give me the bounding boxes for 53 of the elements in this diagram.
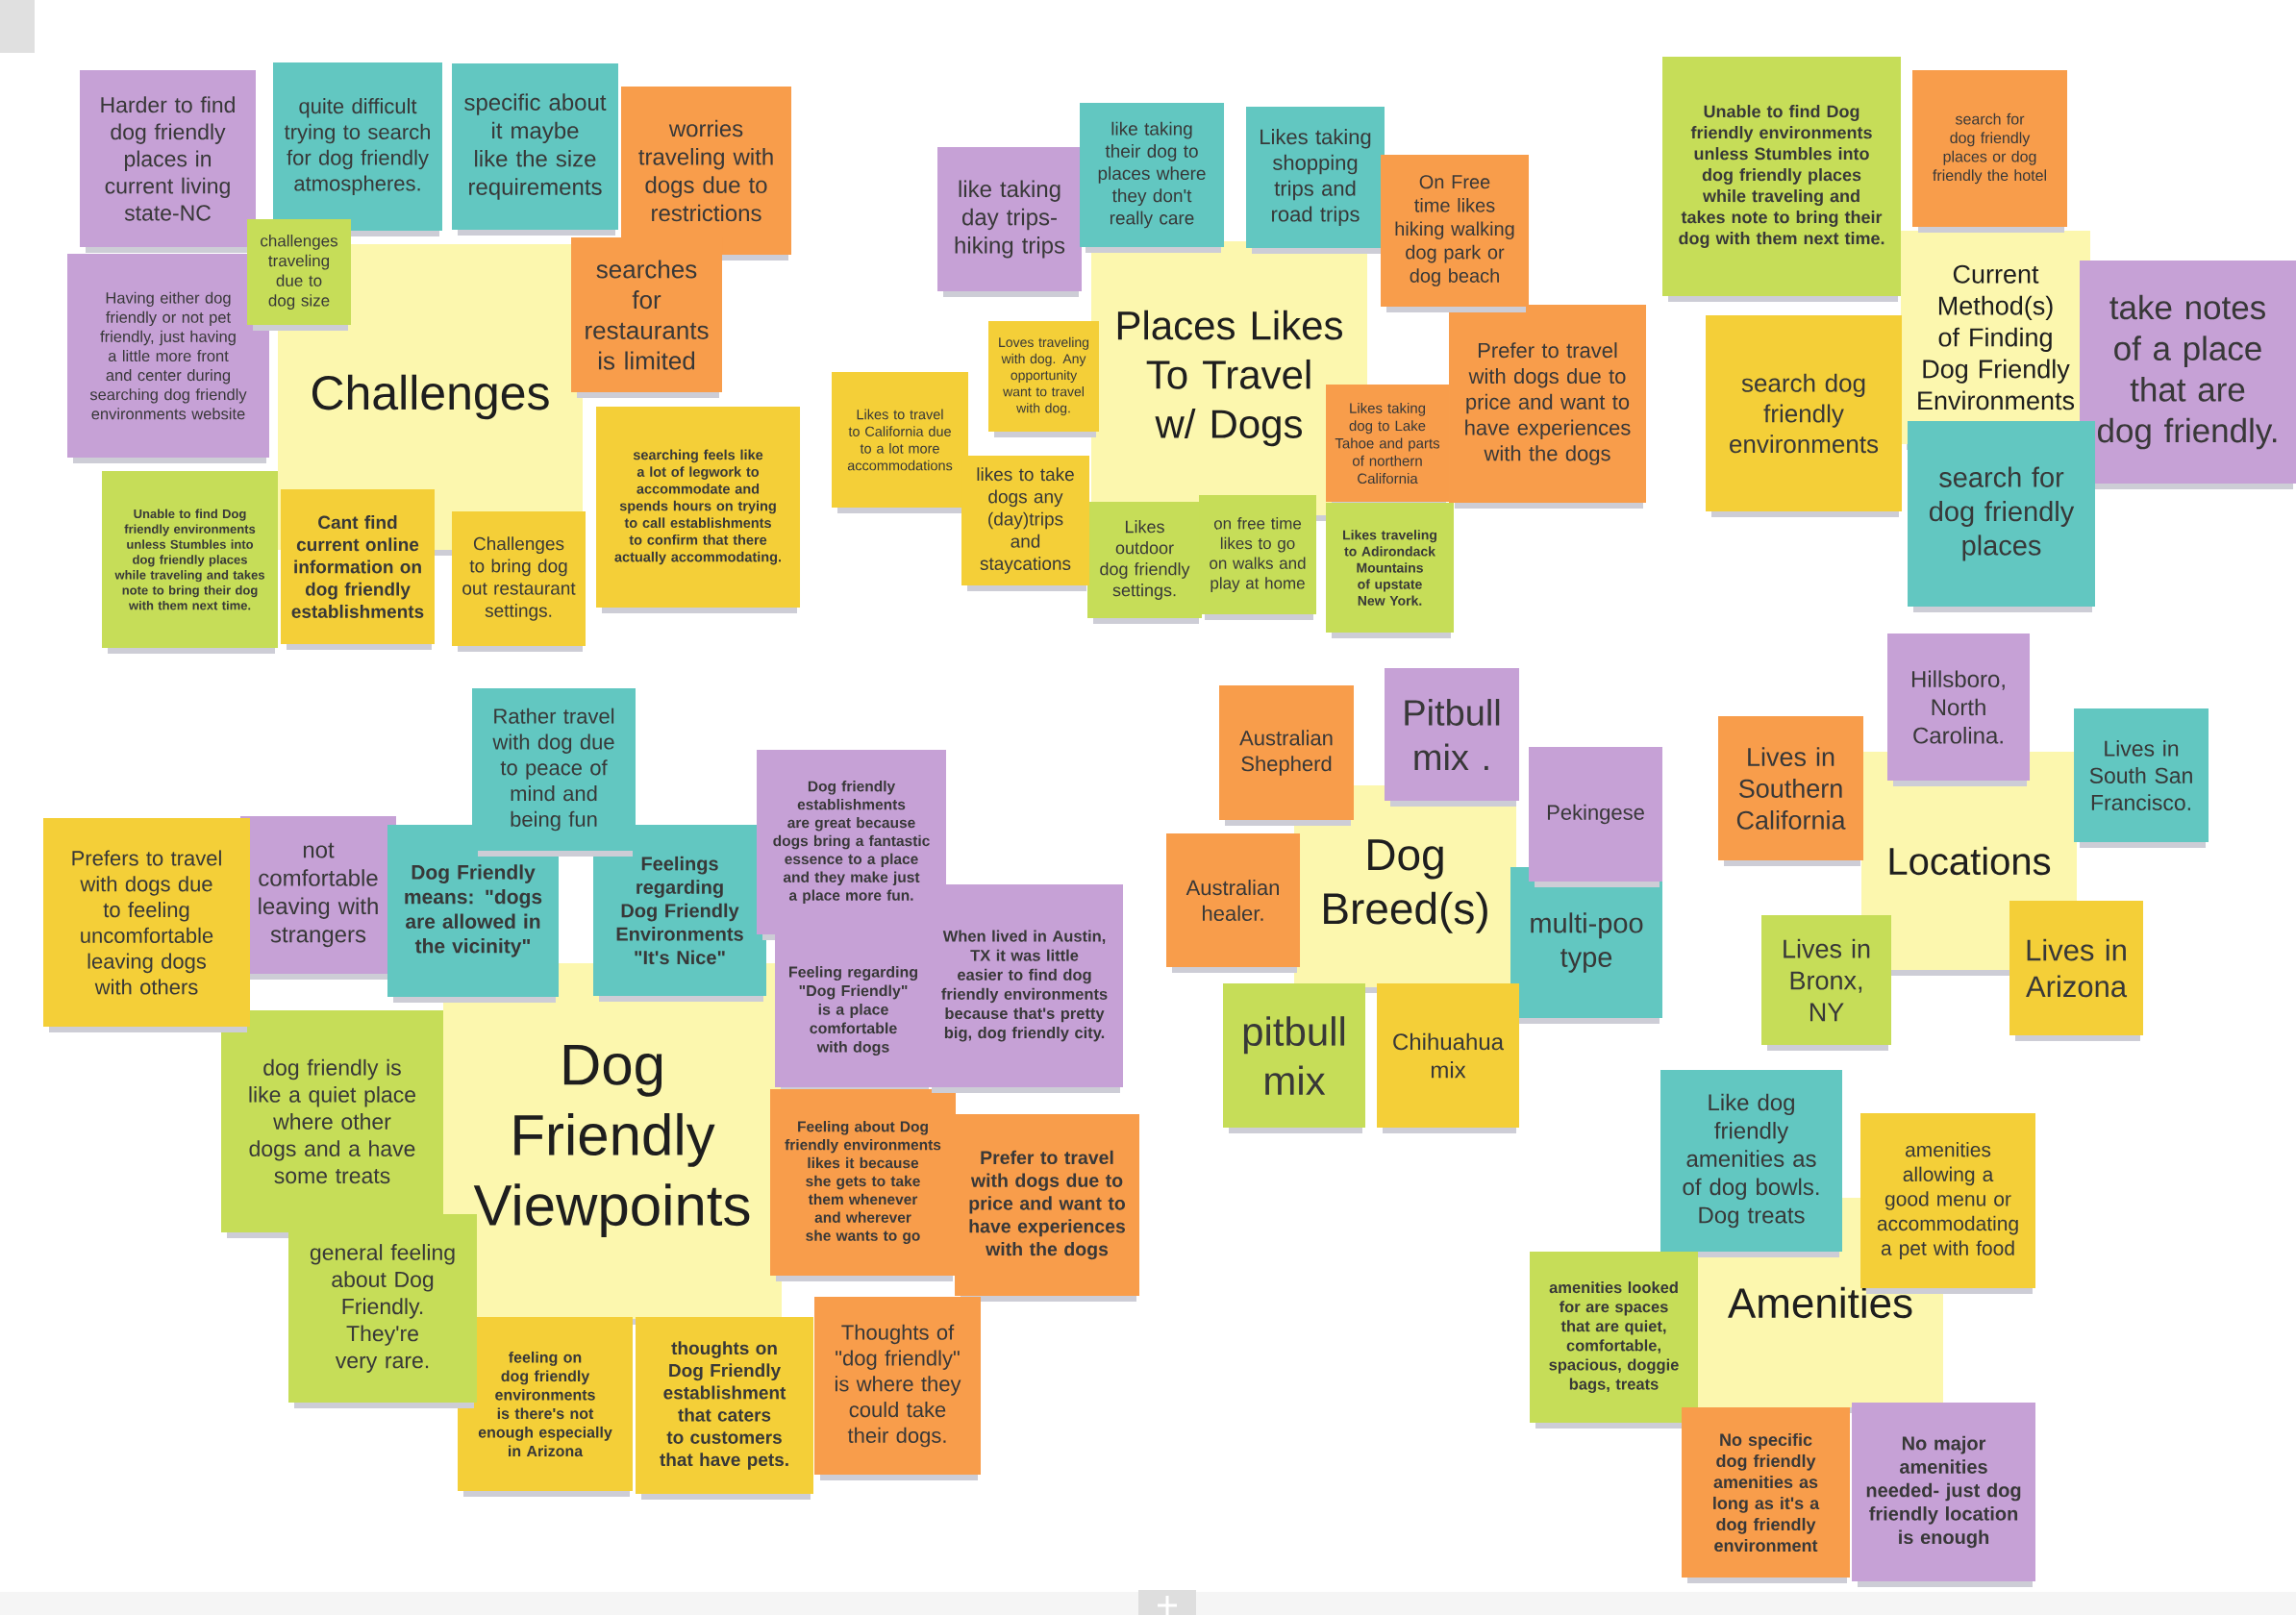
sticky-note: Lives in Southern California [1718, 716, 1863, 866]
sticky-note: amenities looked for are spaces that are quiet, comfortable, spacious, doggie bags, treats [1530, 1252, 1698, 1429]
sticky-note: Likes outdoor dog friendly settings. [1087, 502, 1202, 624]
sticky-note: Feeling regarding "Dog Friendly" is a place comfortable with dogs [775, 934, 932, 1093]
sticky-note: Prefer to travel with dogs due to price and want to have experiences with the dogs [955, 1114, 1139, 1302]
sticky-note: specific about it maybe like the size requirements [452, 63, 618, 236]
sticky-note: Having either dog friendly or not pet friendly, just having a little more front and center during searching dog friendly environments website [67, 254, 269, 463]
sticky-note: No major amenities needed- just dog friendly location is enough [1852, 1403, 2035, 1587]
sticky-note: search for dog friendly places or dog friendly the hotel [1912, 70, 2067, 233]
sticky-note: pitbull mix [1223, 983, 1365, 1133]
sticky-note: like taking day trips-hiking trips [937, 147, 1082, 297]
sticky-note: Challenges to bring dog out restaurant settings. [452, 511, 586, 652]
sticky-note: Prefer to travel with dogs due to price and want to have experiences with the dogs [1449, 305, 1646, 509]
sticky-note: challenges traveling due to dog size [247, 219, 351, 331]
sticky-note: dog friendly is like a quiet place where other dogs and a have some treats [221, 1010, 443, 1238]
sticky-note: Feeling about Dog friendly environments likes it because she gets to take them whenever and wherever she wants to go [770, 1089, 956, 1281]
sticky-note: Thoughts of "dog friendly" is where they could take their dogs. [814, 1297, 981, 1480]
sticky-note: When lived in Austin, TX it was little easier to find dog friendly environments because that's pretty big, dog friendly city. [926, 884, 1123, 1093]
sticky-note: Pekingese [1529, 747, 1662, 887]
sticky-note: Likes taking shopping trips and road trips [1246, 107, 1385, 254]
sticky-note: On Free time likes hiking walking dog park or dog beach [1381, 155, 1529, 312]
sticky-note: Lives in Bronx, NY [1761, 915, 1891, 1051]
sticky-note: Hillsboro, North Carolina. [1887, 634, 2030, 786]
sticky-note: on free time likes to go on walks and play at home [1199, 495, 1316, 620]
sticky-note: Rather travel with dog due to peace of mind and being fun [472, 688, 636, 857]
sticky-note: Pitbull mix . [1385, 668, 1519, 807]
sticky-note: Cant find current online information on dog friendly establishments [281, 489, 435, 650]
sticky-note: thoughts on Dog Friendly establishment that caters to customers that have pets. [636, 1317, 813, 1500]
sticky-note: Lives in South San Francisco. [2074, 708, 2209, 848]
sticky-note: like taking their dog to places where they don't really care [1080, 103, 1224, 253]
sticky-note: Australian healer. [1166, 833, 1300, 973]
sticky-note: search for dog friendly places [1908, 421, 2095, 612]
sticky-note: Chihuahua mix [1377, 983, 1519, 1133]
sticky-note: No specific dog friendly amenities as long as it's a dog friendly environment [1682, 1407, 1850, 1583]
sticky-note: Unable to find Dog friendly environments unless Stumbles into dog friendly places while traveling and takes note to bring their dog with them next time. [1662, 57, 1901, 302]
sticky-note: search dog friendly environments [1706, 315, 1902, 517]
sticky-note: Likes traveling to Adirondack Mountains of upstate New York. [1326, 503, 1454, 638]
sticky-note: Lives in Arizona [2009, 901, 2143, 1041]
sticky-note: Australian Shepherd [1219, 685, 1354, 826]
sticky-note: searching feels like a lot of legwork to accommodate and spends hours on trying to call establishments to confirm that there actually accommodating. [596, 407, 800, 613]
sticky-note: feeling on dog friendly environments is there's not enough especially in Arizona [458, 1317, 633, 1497]
sticky-note: Harder to find dog friendly places in current living state-NC [80, 70, 256, 253]
sticky-note: worries traveling with dogs due to restrictions [621, 87, 791, 261]
sticky-note: searches for restaurants is limited [571, 237, 722, 398]
sticky-note: Loves traveling with dog. Any opportunity want to travel with dog. [988, 321, 1099, 437]
sticky-note: Prefers to travel with dogs due to feeling uncomfortable leaving dogs with others [43, 818, 250, 1032]
sticky-note: likes to take dogs any (day)trips and staycations [961, 456, 1089, 591]
sticky-note: general feeling about Dog Friendly. They're very rare. [288, 1214, 477, 1408]
sticky-note: take notes of a place that are dog friendly. [2080, 261, 2296, 489]
sticky-note: Likes taking dog to Lake Tahoe and parts of northern California [1326, 385, 1449, 508]
sticky-note: Unable to find Dog friendly environments unless Stumbles into dog friendly places while traveling and takes note to bring their dog with them next time. [102, 471, 278, 654]
sticky-note: Like dog friendly amenities as of dog bowls. Dog treats [1660, 1070, 1842, 1257]
sticky-note: Likes to travel to California due to a lot more accommodations [832, 372, 968, 513]
